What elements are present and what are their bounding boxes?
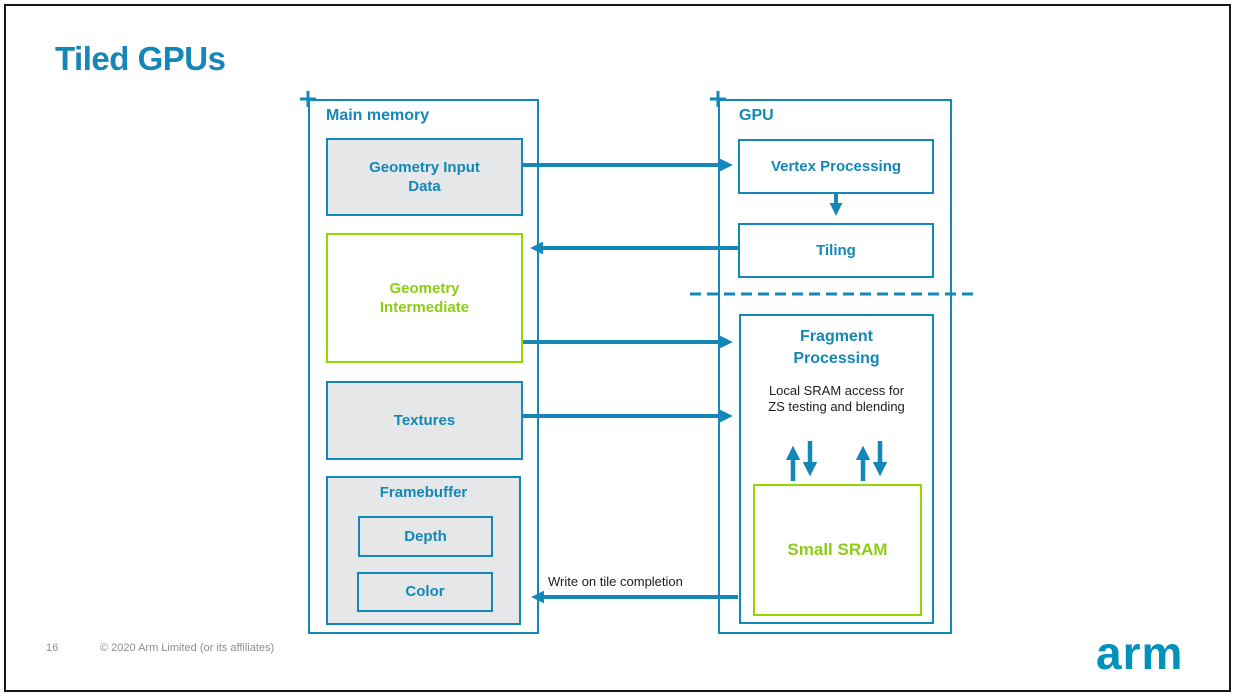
small-sram-box: Small SRAM xyxy=(753,484,922,616)
fragment-processing-box: Fragment Processing Local SRAM access fo… xyxy=(739,314,934,624)
gpu-container: GPU Vertex Processing Tiling Fragment Pr… xyxy=(718,99,952,634)
textures-box: Textures xyxy=(326,381,523,460)
gpu-label: GPU xyxy=(739,107,774,124)
framebuffer-box: Framebuffer Depth Color xyxy=(326,476,521,625)
copyright-text: © 2020 Arm Limited (or its affiliates) xyxy=(100,642,275,654)
local-sram-note: Local SRAM access for ZS testing and ble… xyxy=(768,383,905,415)
geometry-intermediate-box: Geometry Intermediate xyxy=(326,233,523,363)
framebuffer-label: Framebuffer xyxy=(379,484,468,501)
page-number: 16 xyxy=(46,642,59,654)
main-memory-container: Main memory Geometry Input Data Geometry… xyxy=(308,99,539,634)
tiling-box: Tiling xyxy=(738,223,934,278)
vertex-processing-box: Vertex Processing xyxy=(738,139,934,194)
color-box: Color xyxy=(357,572,493,612)
slide-title: Tiled GPUs xyxy=(55,40,226,77)
main-memory-label: Main memory xyxy=(326,107,430,124)
arm-logo: arm xyxy=(1096,627,1184,679)
depth-box: Depth xyxy=(358,516,493,557)
fragment-processing-label: Fragment Processing xyxy=(793,328,880,367)
geometry-input-data-box: Geometry Input Data xyxy=(326,138,523,216)
write-on-tile-label: Write on tile completion xyxy=(548,574,683,589)
